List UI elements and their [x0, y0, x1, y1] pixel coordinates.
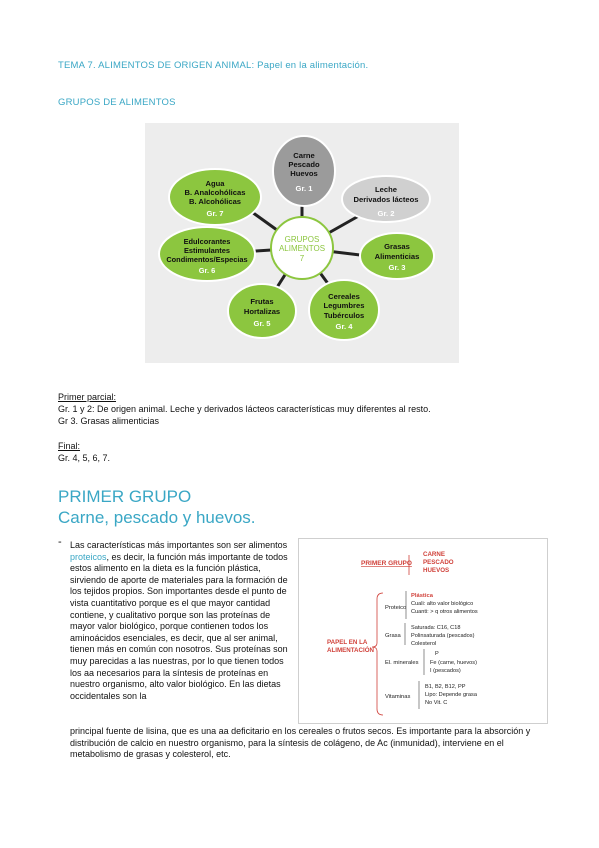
group-4-line-2: Legumbres [324, 301, 365, 310]
primer-parcial-line-1: Gr. 1 y 2: De origen animal. Leche y der… [58, 404, 431, 414]
diagram-lipo: Lipo: Depende grasa [425, 692, 478, 698]
diagram-saturada: Saturada: C16, C18 [411, 625, 460, 631]
diagram-fe: Fe (carne, huevos) [430, 660, 477, 666]
center-line-2: ALIMENTOS [279, 244, 325, 253]
primer-grupo-heading: PRIMER GRUPO Carne, pescado y huevos. [58, 486, 256, 528]
diagram-cuanti: Cuanti: > q otros alimentos [411, 609, 478, 615]
group-3-line-2: Alimenticias [375, 252, 420, 261]
center-line-3: 7 [300, 254, 305, 263]
group-6-line-3: Condimentos/Especias [166, 255, 247, 264]
paragraph-main: Las características más importantes son … [70, 540, 294, 702]
group-1-tag: Gr. 1 [296, 184, 314, 193]
document-title: TEMA 7. ALIMENTOS DE ORIGEN ANIMAL: Pape… [58, 60, 369, 71]
group-3-tag: Gr. 3 [389, 263, 406, 272]
food-groups-wheel: GRUPOS ALIMENTOS 7 Carne Pescado Huevos … [145, 123, 459, 363]
group-5-line-1: Frutas [250, 297, 273, 306]
diagram-primer-grupo: PRIMER GRUPO [361, 560, 412, 567]
group-4-line-3: Tubérculos [324, 311, 364, 320]
diagram-cuali: Cuali: alto valor biológico [411, 601, 473, 607]
diagram-novit: No Vit. C [425, 700, 447, 706]
group-5-tag: Gr. 5 [254, 319, 272, 328]
group-5-ellipse [227, 283, 297, 339]
group-2-line-1: Leche [375, 185, 397, 194]
primer-parcial-block: Primer parcial: Gr. 1 y 2: De origen ani… [58, 391, 431, 427]
wheel-svg: GRUPOS ALIMENTOS 7 Carne Pescado Huevos … [158, 135, 435, 341]
primer-grupo-subtitle: Carne, pescado y huevos. [58, 508, 256, 527]
group-3-line-1: Grasas [384, 242, 410, 251]
group-1-line-1: Carne [293, 151, 315, 160]
final-block: Final: Gr. 4, 5, 6, 7. [58, 440, 110, 464]
group-7-line-2: B. Analcohólicas [185, 188, 246, 197]
group-5-line-2: Hortalizas [244, 307, 280, 316]
group-1-ellipse [272, 135, 336, 207]
paragraph-text-2: , es decir, la función más importante de… [70, 551, 288, 701]
proteicos-link: proteicos [70, 551, 107, 562]
group-4-tag: Gr. 4 [336, 322, 354, 331]
group-2-ellipse [341, 175, 431, 223]
diagram-p: P [435, 651, 439, 657]
group-6-line-2: Estimulantes [184, 246, 230, 255]
group-4-line-1: Cereales [328, 292, 360, 301]
diagram-grasa: Grasa [385, 633, 402, 639]
paragraph-continued: principal fuente de lisina, que es una a… [70, 726, 531, 760]
group-6-ellipse [158, 226, 256, 282]
diagram-huevos: HUEVOS [423, 567, 449, 574]
bullet-dash: - [58, 536, 62, 548]
group-1-line-3: Huevos [290, 169, 317, 178]
primer-parcial-line-2: Gr 3. Grasas alimenticias [58, 416, 160, 426]
diagram-papel-2: ALIMENTACIÓN [327, 646, 375, 654]
diagram-papel-1: PAPEL EN LA [327, 639, 368, 646]
diagram-proteico: Proteico [385, 605, 406, 611]
group-7-line-1: Agua [206, 179, 226, 188]
diagram-plastica: Plástica [411, 593, 434, 599]
group-7-line-3: B. Alcohólicas [189, 197, 241, 206]
diagram-svg: PRIMER GRUPO CARNE PESCADO HUEVOS PAPEL … [327, 551, 478, 716]
group-4-ellipse [308, 279, 380, 341]
diagram-i: I (pescados) [430, 668, 461, 674]
wheel-center [270, 216, 334, 280]
final-line-1: Gr. 4, 5, 6, 7. [58, 453, 111, 463]
group-6-tag: Gr. 6 [199, 266, 215, 275]
group-2-line-2: Derivados lácteos [354, 195, 419, 204]
diagram-vitaminas: Vitaminas [385, 694, 410, 700]
group-7-tag: Gr. 7 [207, 209, 224, 218]
diagram-vit-b: B1, B2, B12, PP [425, 684, 466, 690]
diagram-colesterol: Colesterol [411, 641, 436, 647]
papel-alimentacion-diagram: PRIMER GRUPO CARNE PESCADO HUEVOS PAPEL … [298, 538, 548, 724]
section-heading-grupos: GRUPOS DE ALIMENTOS [58, 97, 176, 108]
final-label: Final: [58, 441, 81, 451]
paragraph-text-1: Las características más importantes son … [70, 540, 288, 550]
group-6-line-1: Edulcorantes [184, 237, 231, 246]
primer-grupo-title: PRIMER GRUPO [58, 487, 192, 506]
diagram-carne: CARNE [423, 551, 445, 558]
group-2-tag: Gr. 2 [378, 209, 395, 218]
diagram-minerales: El. minerales [385, 660, 419, 666]
diagram-pescado: PESCADO [423, 559, 454, 566]
group-7-ellipse [168, 168, 262, 226]
group-3-ellipse [359, 232, 435, 280]
primer-parcial-label: Primer parcial: [58, 392, 117, 402]
group-1-line-2: Pescado [288, 160, 320, 169]
center-line-1: GRUPOS [285, 235, 320, 244]
diagram-poli: Polinsaturada (pescados) [411, 633, 475, 639]
